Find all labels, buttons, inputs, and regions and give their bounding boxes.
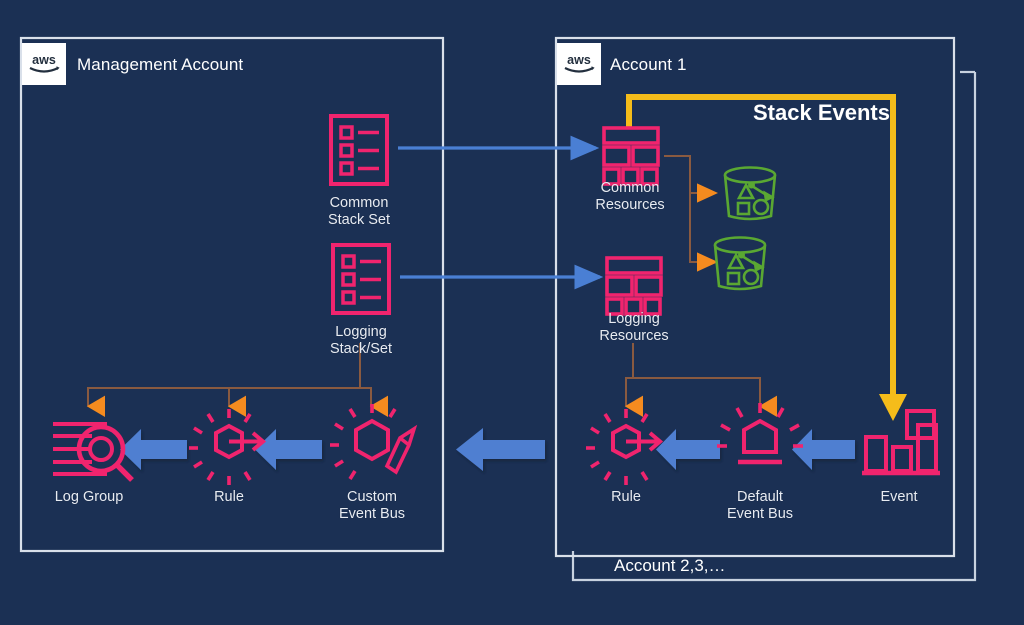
- eventbridge-rule-icon-right: [586, 409, 664, 485]
- thick-arrow-rule-to-log-group: [120, 429, 187, 470]
- cloudformation-stack-icon-logging-resources: [605, 256, 663, 316]
- rule-left-label: Rule: [214, 489, 244, 505]
- account1-frame: [554, 36, 956, 558]
- eventbridge-event-icon: [862, 409, 940, 476]
- aws-logo-icon-management: aws: [22, 43, 66, 85]
- account1-title: Account 1: [610, 55, 687, 74]
- rule-right-label: Rule: [611, 489, 641, 505]
- logging-stack-set-label: Logging Stack/Set: [329, 324, 393, 357]
- eventbridge-default-event-bus-icon: [717, 403, 803, 465]
- aws-logo-icon-account1: aws: [557, 43, 601, 85]
- management-account-title: Management Account: [77, 55, 244, 74]
- event-label: Event: [880, 489, 918, 505]
- cloudformation-stackset-icon-common: [329, 114, 389, 186]
- node-custom-event-bus: Custom Event Bus: [313, 484, 431, 523]
- eventbridge-custom-event-bus-icon: [330, 404, 418, 480]
- node-log-group: Log Group: [30, 484, 148, 506]
- cloudformation-stack-icon-common-resources: [602, 126, 660, 186]
- account-others-frame: [571, 70, 977, 582]
- common-stack-set-label: Common Stack Set: [327, 195, 391, 228]
- node-logging-stack-set: Logging Stack/Set: [302, 319, 420, 358]
- thick-arrow-defaultbus-to-rule: [656, 429, 720, 470]
- node-default-event-bus: Default Event Bus: [701, 484, 819, 523]
- thick-arrow-custombus-to-rule: [255, 429, 322, 470]
- logging-resources-label: Logging Resources: [599, 311, 669, 344]
- s3-bucket-icon-bottom: [713, 236, 767, 291]
- cloudformation-stackset-icon-logging: [331, 243, 391, 315]
- thick-arrow-account1-to-management: [456, 428, 545, 471]
- node-common-stack-set: Common Stack Set: [300, 190, 418, 229]
- svg-text:aws: aws: [32, 53, 56, 67]
- stack-events-label: Stack Events: [753, 100, 890, 125]
- custom-event-bus-label: Custom Event Bus: [338, 489, 406, 522]
- management-account-frame: [19, 36, 445, 553]
- node-rule-left: Rule: [170, 484, 288, 506]
- node-rule-right: Rule: [567, 484, 685, 506]
- node-logging-resources: Logging Resources: [575, 306, 693, 345]
- connector-logging-resources-to-bottom-row: [625, 343, 761, 405]
- eventbridge-rule-icon-left: [189, 409, 267, 485]
- account-others-title: Account 2,3,…: [614, 556, 726, 575]
- common-resources-label: Common Resources: [595, 180, 665, 213]
- thick-arrow-event-to-defaultbus: [792, 429, 855, 470]
- s3-bucket-icon-top: [723, 166, 777, 221]
- thick-blue-arrows: [120, 428, 855, 471]
- default-event-bus-label: Default Event Bus: [726, 489, 794, 522]
- node-event: Event: [840, 484, 958, 506]
- node-common-resources: Common Resources: [571, 175, 689, 214]
- svg-text:aws: aws: [567, 53, 591, 67]
- connector-stack-events-yellow: [626, 94, 907, 421]
- cloudwatch-log-group-icon: [53, 422, 134, 482]
- log-group-label: Log Group: [54, 489, 124, 505]
